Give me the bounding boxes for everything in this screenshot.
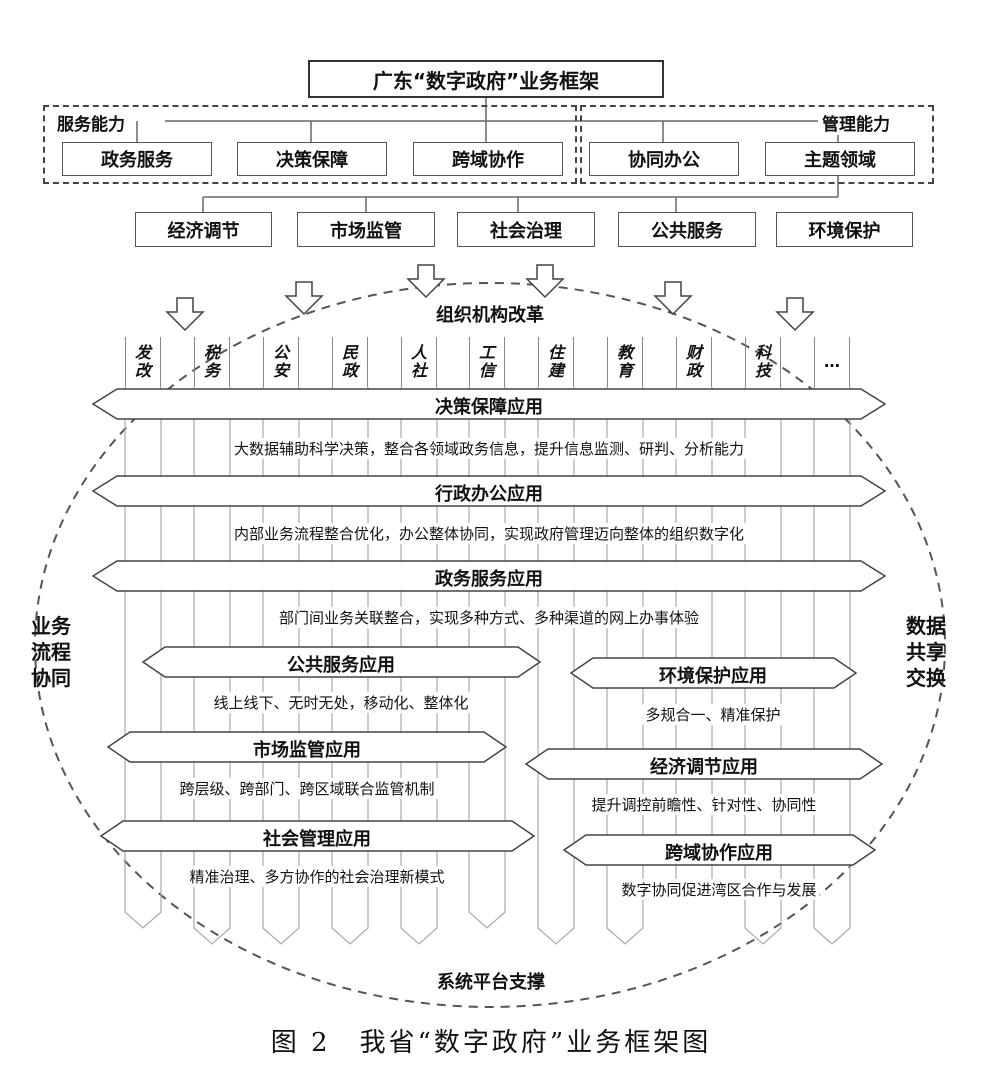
banners (91, 388, 887, 866)
department-human-resources: 人社 (401, 337, 437, 387)
department-public-security: 公安 (263, 337, 299, 387)
platform-support-label: 系统平台支撑 (433, 968, 549, 994)
banner-gov-service (91, 560, 887, 592)
banner-social (99, 820, 536, 852)
data-sharing-exchange-label: 数据共享交换 (906, 614, 946, 690)
gov-service-app-desc: 部门间业务关联整合，实现多种方式、多种渠道的网上办事体验 (275, 607, 703, 628)
public-service-app-label: 公共服务应用 (287, 655, 395, 676)
department-industry-it: 工信 (469, 337, 505, 387)
market-app-desc: 跨层级、跨部门、跨区域联合监管机制 (176, 778, 438, 799)
economy-app-label: 经济调节应用 (650, 757, 758, 778)
management-capability-label: 管理能力 (818, 110, 890, 135)
service-capability-group (43, 105, 577, 184)
department-tax: 税务 (194, 337, 230, 387)
service-capability-label: 服务能力 (57, 110, 129, 135)
domain-market: 市场监管 (297, 212, 435, 247)
environment-app-desc: 多规合一、精准保护 (642, 704, 784, 725)
capability-cross-domain: 跨域协作 (413, 142, 563, 176)
business-process-collab-label: 业务流程协同 (31, 614, 71, 690)
capability-collab-office: 协同办公 (589, 142, 739, 176)
domain-environment: 环境保护 (776, 212, 913, 247)
down-arrow (284, 281, 324, 316)
capability-decision-support: 决策保障 (237, 142, 387, 176)
gov-service-app-label: 政务服务应用 (435, 569, 543, 590)
department-more: … (814, 337, 850, 387)
banner-public-service (141, 646, 542, 678)
public-service-app-desc: 线上线下、无时无处，移动化、整体化 (210, 692, 472, 713)
banner-office (91, 475, 887, 507)
department-technology: 科技 (745, 337, 781, 387)
domain-social: 社会治理 (457, 212, 595, 247)
department-fagai: 发改 (125, 337, 161, 387)
banner-market (106, 731, 508, 763)
department-finance: 财政 (676, 337, 712, 387)
office-app-desc: 内部业务流程整合优化，办公整体协同，实现政府管理迈向整体的组织数字化 (230, 523, 748, 544)
department-housing: 住建 (538, 337, 574, 387)
domain-public-service: 公共服务 (618, 212, 756, 247)
banner-economy (524, 748, 884, 780)
cross-domain-app-desc: 数字协同促进湾区合作与发展 (618, 879, 820, 900)
decision-app-label: 决策保障应用 (435, 397, 543, 418)
domain-economy: 经济调节 (135, 212, 272, 247)
banner-cross-domain (562, 834, 877, 866)
social-app-label: 社会管理应用 (263, 829, 371, 850)
down-arrow (406, 264, 446, 299)
down-arrow (165, 297, 205, 332)
capability-gov-service: 政务服务 (62, 142, 212, 176)
chevron-feet (124, 895, 851, 945)
down-arrows (165, 264, 815, 332)
environment-app-label: 环境保护应用 (659, 666, 767, 687)
org-reform-label: 组织机构改革 (432, 301, 548, 327)
department-education: 教育 (607, 337, 643, 387)
capability-theme-domain: 主题领域 (765, 142, 915, 176)
framework-title: 广东“数字政府”业务框架 (308, 60, 664, 98)
figure-caption: 图 2 我省“数字政府”业务框架图 (270, 1028, 712, 1058)
banner-environment (569, 657, 858, 689)
market-app-label: 市场监管应用 (253, 740, 361, 761)
cross-domain-app-label: 跨域协作应用 (665, 843, 773, 864)
office-app-label: 行政办公应用 (435, 484, 543, 505)
down-arrow (653, 281, 693, 316)
economy-app-desc: 提升调控前瞻性、针对性、协同性 (588, 794, 820, 815)
banner-decision (91, 388, 887, 420)
down-arrow (525, 264, 565, 299)
outer-dashed-ellipse (34, 282, 946, 1008)
social-app-desc: 精准治理、多方协作的社会治理新模式 (186, 866, 448, 887)
down-arrow (775, 297, 815, 332)
management-capability-group (580, 105, 934, 184)
decision-app-desc: 大数据辅助科学决策，整合各领域政务信息，提升信息监测、研判、分析能力 (230, 438, 748, 459)
department-civil-affairs: 民政 (332, 337, 368, 387)
